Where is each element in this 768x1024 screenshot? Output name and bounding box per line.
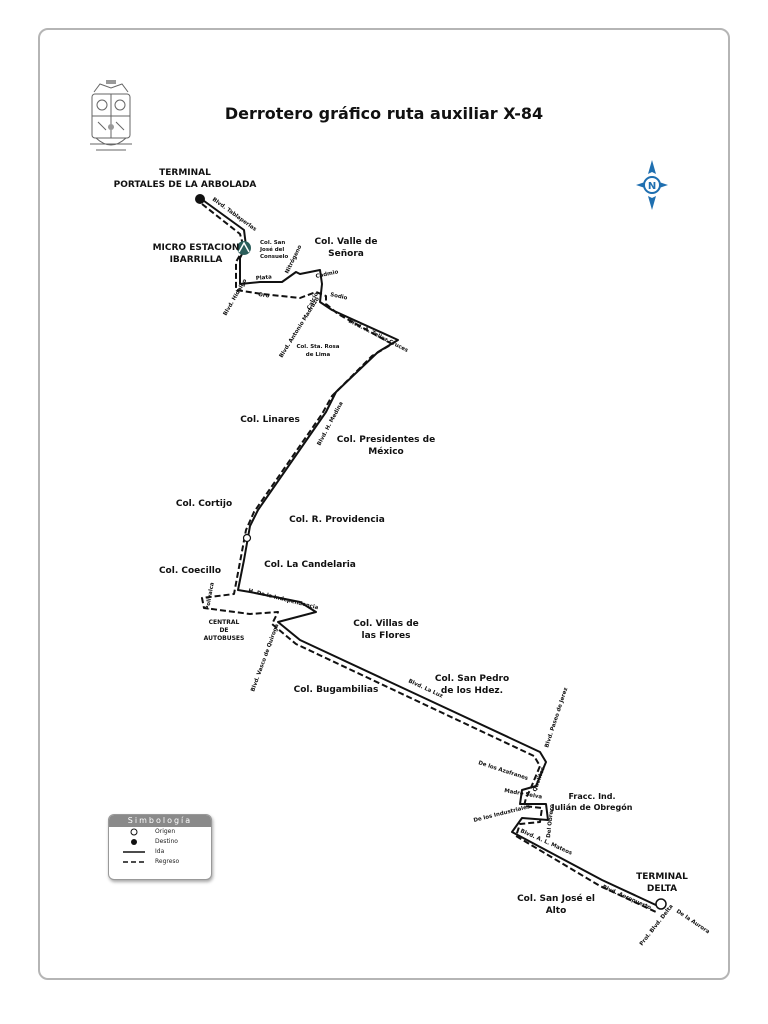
- colonia-consuelo-3: Consuelo: [260, 254, 289, 260]
- destination-terminal-label: TERMINAL: [636, 872, 688, 882]
- colonia-consuelo-1: Col. San: [260, 240, 285, 246]
- legend-ida-label: Ida: [155, 848, 165, 855]
- legend-destination-label: Destino: [155, 838, 178, 845]
- street-labels: Blvd. Tablaperlas Blvd. Hidalgo Plata Or…: [205, 197, 711, 947]
- legend-row-ida: Ida: [109, 847, 211, 857]
- origin-terminal-dot: [195, 194, 205, 204]
- street-tablaperlas: Blvd. Tablaperlas: [211, 197, 258, 234]
- street-paseo-jerez: Blvd. Paseo de Jerez: [544, 687, 569, 749]
- colonia-sta-rosa-2: de Lima: [306, 352, 331, 358]
- route-regreso-line: [201, 203, 657, 913]
- central-label-3: AUTOBUSES: [204, 635, 245, 642]
- colonia-bugambilias: Col. Bugambilias: [294, 685, 379, 695]
- street-industriales: De los Industriales: [473, 804, 531, 824]
- street-vasco-quiroga: Blvd. Vasco de Quiroga: [250, 623, 280, 693]
- central-label-2: DE: [219, 627, 228, 634]
- colonia-julian-1: Fracc. Ind.: [568, 792, 615, 801]
- legend-title: Simbología: [109, 815, 211, 827]
- street-oro: Oro: [258, 292, 270, 300]
- colonia-julian-2: Julián de Obregón: [551, 802, 633, 812]
- central-label-1: CENTRAL: [209, 619, 240, 626]
- colonia-valle-2: Señora: [328, 249, 364, 259]
- legend-row-destination: Destino: [109, 837, 211, 847]
- route-ida-line: [199, 197, 664, 907]
- micro-station-name: IBARRILLA: [170, 255, 223, 265]
- colonia-labels: Col. Valle de Señora Col. San José del C…: [159, 237, 633, 916]
- micro-station-icon: [237, 241, 251, 255]
- map-title: Derrotero gráfico ruta auxiliar X-84: [224, 104, 544, 123]
- dashed-line-icon: [123, 861, 145, 863]
- colonia-consuelo-2: José del: [259, 246, 284, 253]
- colonia-presidentes-1: Col. Presidentes de: [337, 435, 435, 445]
- compass-north-letter: N: [648, 181, 656, 192]
- street-plata: Plata: [256, 274, 273, 282]
- street-polivalca: Polivalca: [205, 582, 216, 611]
- origin-terminal-label: TERMINAL: [159, 168, 211, 178]
- street-cadmio: Cadmio: [315, 269, 339, 280]
- legend-origin-label: Origen: [155, 828, 176, 835]
- map-legend: Simbología Origen Destino Ida Regreso: [108, 814, 212, 880]
- municipal-seal-icon: [90, 80, 132, 151]
- legend-row-origin: Origen: [109, 827, 211, 837]
- destination-terminal-name: DELTA: [647, 884, 677, 894]
- waypoint-circle: [242, 533, 252, 543]
- street-delta: Prol. Blvd. Delta: [639, 903, 675, 947]
- colonia-san-pedro-2: de los Hdez.: [441, 686, 503, 696]
- colonia-villas-1: Col. Villas de: [353, 619, 419, 629]
- colonia-coecillo: Col. Coecillo: [159, 566, 221, 576]
- colonia-san-jose-alto-1: Col. San José el: [517, 893, 595, 904]
- north-compass-icon: N: [636, 160, 668, 210]
- colonia-candelaria: Col. La Candelaria: [264, 560, 356, 570]
- street-azafranes: De los Azafranes: [477, 760, 529, 782]
- street-tellez-cruces: Blvd. A. Tellez Cruces: [347, 318, 409, 354]
- destination-terminal-circle: [655, 898, 667, 910]
- colonia-sta-rosa-1: Col. Sta. Rosa: [296, 344, 339, 350]
- street-aeropuerto: Blvd. Aeropuerto: [601, 884, 652, 911]
- street-independencia: H. De la Independencia: [248, 588, 320, 611]
- legend-regreso-label: Regreso: [155, 858, 180, 865]
- colonia-presidentes-2: México: [368, 446, 403, 457]
- colonia-providencia: Col. R. Providencia: [289, 515, 385, 525]
- colonia-valle-1: Col. Valle de: [315, 237, 378, 247]
- colonia-san-jose-alto-2: Alto: [546, 906, 567, 916]
- origin-terminal-name: PORTALES DE LA ARBOLADA: [114, 180, 257, 190]
- micro-station-label: MICRO ESTACION: [153, 243, 240, 253]
- street-sodio: Sodio: [330, 292, 348, 302]
- legend-row-regreso: Regreso: [109, 857, 211, 867]
- destination-dot-icon: [131, 839, 137, 845]
- solid-line-icon: [123, 851, 145, 853]
- street-la-aurora: De la Aurora: [675, 909, 711, 936]
- colonia-cortijo: Col. Cortijo: [176, 499, 232, 509]
- colonia-villas-2: las Flores: [362, 631, 411, 641]
- colonia-linares: Col. Linares: [240, 415, 300, 425]
- street-del-obrero: Del Obrero: [546, 804, 556, 838]
- colonia-san-pedro-1: Col. San Pedro: [435, 674, 509, 684]
- origin-circle-icon: [130, 828, 138, 836]
